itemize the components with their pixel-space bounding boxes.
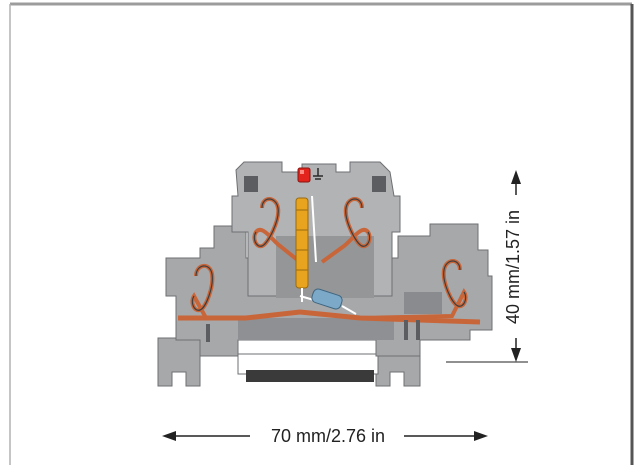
lower-right-slot-1: [404, 320, 408, 340]
upper-right-clamp-outline: [345, 198, 371, 247]
lead-wire: [311, 195, 317, 263]
upper-left-opening: [244, 176, 258, 192]
height-dimension-label: 40 mm/1.57 in: [503, 209, 523, 325]
mounting-foot-left: [157, 337, 201, 387]
width-dimension-arrow: [162, 431, 488, 441]
led-icon: [297, 167, 311, 183]
upper-center-panel: [276, 236, 374, 298]
bottom-busbar: [178, 309, 481, 325]
din-rail-bar: [246, 370, 374, 382]
lower-right-clamp-outline: [443, 260, 467, 307]
height-dimension-arrow: [446, 170, 528, 363]
width-dimension-label: 70 mm/2.76 in: [270, 426, 386, 446]
resistor-icon: [295, 197, 309, 302]
terminal-block: [157, 161, 493, 387]
ground-symbol-icon: [313, 168, 323, 180]
lower-center-panel: [238, 318, 394, 340]
lower-left-slot: [206, 324, 210, 342]
upper-right-opening: [372, 176, 386, 192]
upper-left-clamp-outline: [253, 198, 279, 247]
diode-icon: [299, 288, 357, 315]
right-step-shadow: [404, 292, 442, 314]
lower-left-clamp-outline: [191, 265, 213, 311]
lower-right-slot-2: [416, 320, 420, 340]
